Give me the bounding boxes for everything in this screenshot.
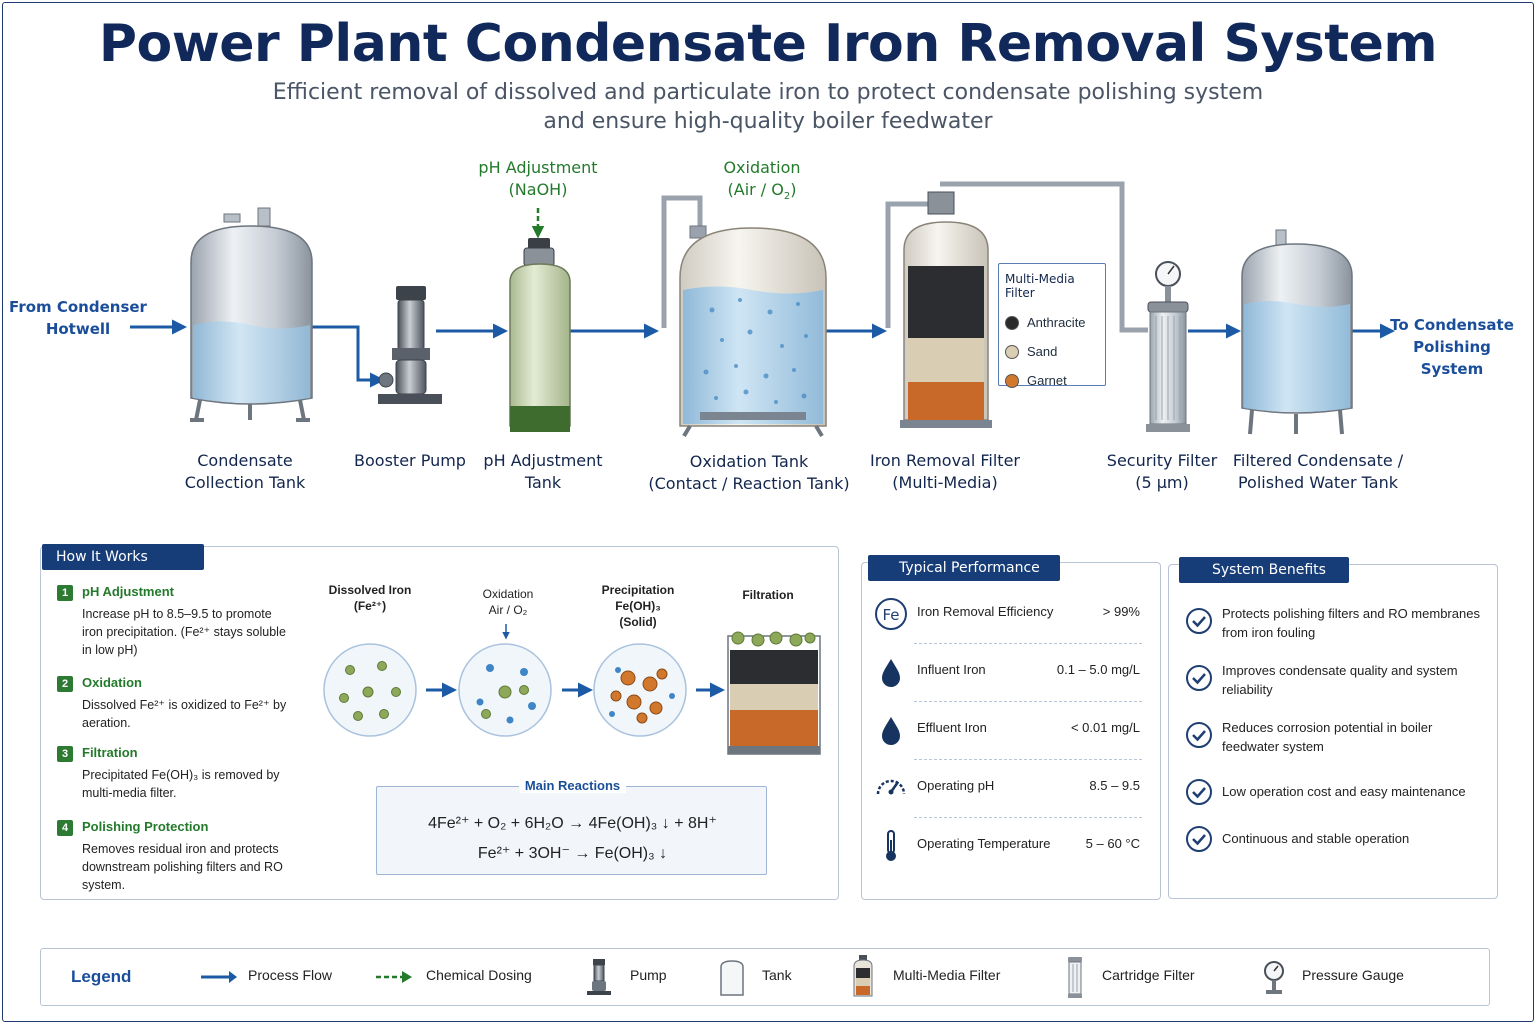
sand-swatch-icon xyxy=(1005,344,1019,359)
anthracite-swatch-icon xyxy=(1005,315,1019,330)
page-title: Power Plant Condensate Iron Removal Syst… xyxy=(98,14,1438,74)
precipitation-circle xyxy=(593,643,687,737)
oxidation-tank xyxy=(661,195,827,438)
process-flow-diagram xyxy=(130,181,1395,438)
step-polishing-protection: 4 Polishing Protection Removes residual … xyxy=(57,819,287,894)
legend-process-flow: Process Flow xyxy=(248,967,333,983)
check-circle-icon xyxy=(1186,779,1212,805)
garnet-swatch-icon xyxy=(1005,373,1019,388)
media-layer-anthracite: Anthracite xyxy=(1005,308,1099,337)
step-ph-adjustment: 1 pH Adjustment Increase pH to 8.5–9.5 t… xyxy=(57,584,287,665)
main-reactions-heading: Main Reactions xyxy=(518,778,627,793)
svg-text:Fe: Fe xyxy=(882,606,899,624)
how-it-works-tab: How It Works xyxy=(42,544,204,570)
thermometer-icon xyxy=(886,830,896,861)
media-layer-garnet: Garnet xyxy=(1005,366,1099,395)
step-oxidation: 2 Oxidation Dissolved Fe²⁺ is oxidized t… xyxy=(57,675,287,736)
check-circle-icon xyxy=(1186,722,1212,748)
step-filtration: 3 Filtration Precipitated Fe(OH)₃ is rem… xyxy=(57,745,287,806)
perf-divider xyxy=(914,759,1142,760)
multimedia-filter-key: Multi-Media Filter Anthracite Sand Garne… xyxy=(998,263,1106,388)
ph-dosing-label: pH Adjustment(NaOH) xyxy=(478,158,598,199)
multimedia-filter-heading: Multi-Media Filter xyxy=(1005,272,1075,300)
pump-icon xyxy=(587,959,611,995)
page-subtitle: Efficient removal of dissolved and parti… xyxy=(0,78,1536,136)
system-benefits-tab: System Benefits xyxy=(1179,557,1349,583)
media-layer-sand: Sand xyxy=(1005,337,1099,366)
cartridge-filter-icon xyxy=(1068,957,1082,998)
perf-divider xyxy=(914,701,1142,702)
gauge-icon xyxy=(876,779,906,795)
oxidation-bubbles xyxy=(703,298,808,404)
equipment-label-booster-pump: Booster Pump xyxy=(354,451,466,470)
pressure-gauge-icon xyxy=(1264,961,1284,994)
legend: Legend Process Flow Chemical Dosing Pump… xyxy=(40,948,1490,1006)
process-flow-arrow-icon xyxy=(201,971,237,983)
system-benefits-panel xyxy=(1168,564,1498,899)
equipment-label-iron-filter: Iron Removal Filter(Multi-Media) xyxy=(869,451,1020,492)
main-reactions-box: Main Reactions 4Fe²⁺ + O₂ + 6H₂O → 4Fe(O… xyxy=(376,778,767,875)
perf-divider xyxy=(914,643,1142,644)
equipment-label-oxidation-tank: Oxidation Tank(Contact / Reaction Tank) xyxy=(648,452,850,493)
check-circle-icon xyxy=(1186,826,1212,852)
polished-water-tank xyxy=(1241,229,1353,435)
drop-icon xyxy=(882,659,900,687)
security-filter xyxy=(1146,261,1190,432)
legend-tank: Tank xyxy=(762,967,792,983)
condensate-collection-tank xyxy=(190,207,313,422)
perf-row-iron-removal: Fe Iron Removal Efficiency> 99% xyxy=(870,584,1142,642)
legend-chemical-dosing: Chemical Dosing xyxy=(426,967,532,983)
equipment-label-security-filter: Security Filter(5 μm) xyxy=(1106,451,1218,492)
legend-pump: Pump xyxy=(630,967,667,983)
process-flow-lines xyxy=(130,319,1395,388)
legend-cartridge-filter: Cartridge Filter xyxy=(1102,967,1195,983)
typical-performance-panel xyxy=(861,562,1161,900)
check-circle-icon xyxy=(1186,665,1212,691)
stage-label-filtration: Filtration xyxy=(742,588,794,602)
fe-icon: Fe xyxy=(875,598,907,630)
perf-divider xyxy=(914,817,1142,818)
drop-icon xyxy=(882,717,900,745)
legend-multimedia-filter: Multi-Media Filter xyxy=(893,967,1001,983)
stage-label-dissolved: Dissolved Iron(Fe²⁺) xyxy=(328,583,412,613)
subtitle-line1: Efficient removal of dissolved and parti… xyxy=(272,80,1264,105)
typical-performance-tab: Typical Performance xyxy=(868,555,1060,581)
filtration-column xyxy=(727,631,821,755)
flow-arrow-tank-to-pump xyxy=(312,325,385,388)
booster-pump xyxy=(378,286,442,404)
perf-row-effluent-iron: Effluent Iron< 0.01 mg/L xyxy=(870,700,1142,758)
check-circle-icon xyxy=(1186,608,1212,634)
chemical-dosing-arrow-icon xyxy=(376,971,412,983)
tank-icon xyxy=(720,960,744,996)
ph-adjustment-tank xyxy=(509,238,571,432)
equipment-label-polished-tank: Filtered Condensate /Polished Water Tank xyxy=(1232,451,1404,492)
oxidation-dosing-label: Oxidation (Air / O2) xyxy=(723,158,801,203)
legend-pressure-gauge: Pressure Gauge xyxy=(1302,967,1404,983)
legend-title: Legend xyxy=(71,967,132,986)
oxidation-circle xyxy=(458,624,552,737)
multimedia-filter-icon xyxy=(853,955,873,997)
iron-stages-diagram xyxy=(323,624,821,755)
dissolved-iron-circle xyxy=(323,643,417,737)
iron-removal-filter xyxy=(885,181,1148,428)
subtitle-line2: and ensure high-quality boiler feedwater xyxy=(543,109,993,134)
reaction-equation-2: Fe²⁺ + 3OH⁻ → Fe(OH)₃ ↓ xyxy=(477,845,668,862)
reaction-equation-1: 4Fe²⁺ + O₂ + 6H₂O → 4Fe(OH)₃ ↓ + 8H⁺ xyxy=(428,815,717,832)
